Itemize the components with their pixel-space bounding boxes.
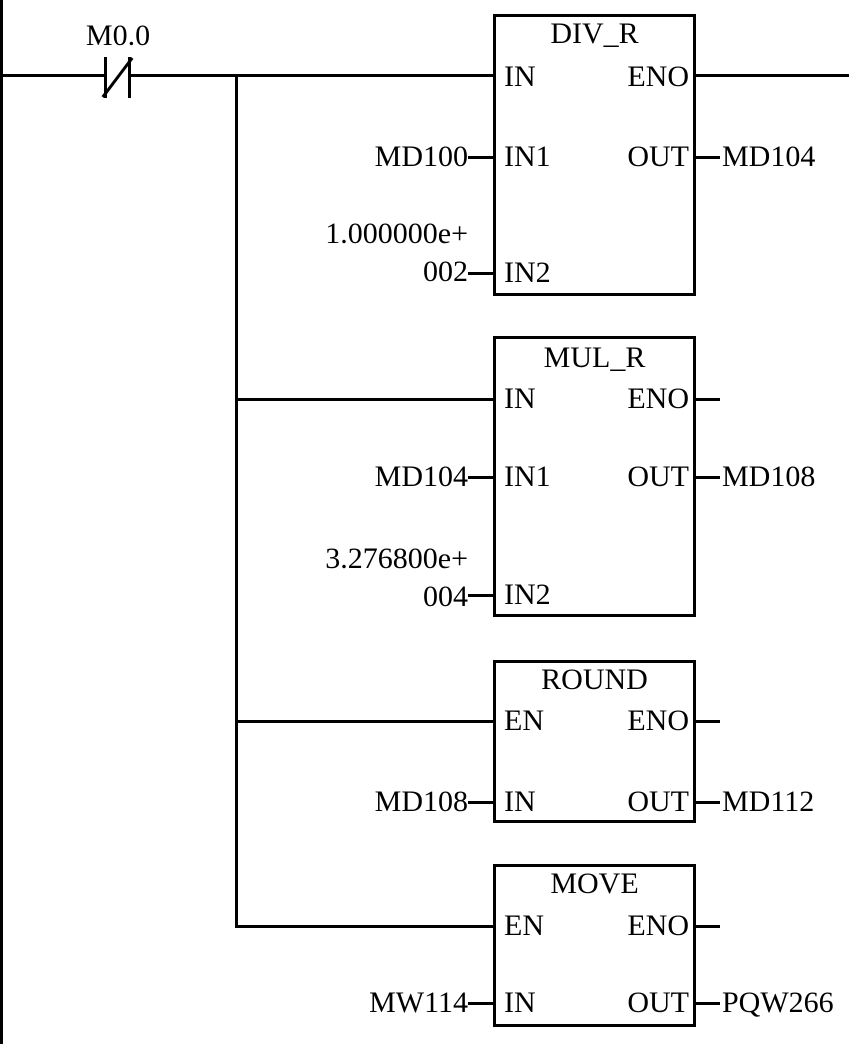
move-in-operand[interactable]: MW114	[369, 986, 468, 1019]
contact-m0-0-nc[interactable]	[100, 52, 136, 102]
div-r-pin-in1: IN1	[504, 140, 551, 173]
move-pin-en: EN	[504, 909, 544, 942]
wire-mul-in	[235, 398, 493, 401]
div-r-in2-stub	[468, 272, 493, 275]
div-r-pin-in2: IN2	[504, 256, 551, 289]
move-out-operand[interactable]: PQW266	[722, 986, 834, 1019]
div-r-pin-eno: ENO	[627, 60, 689, 93]
round-in-operand[interactable]: MD108	[374, 785, 468, 818]
contact-left-bar	[104, 57, 107, 98]
move-pin-out: OUT	[627, 986, 689, 1019]
move-out-stub	[696, 1002, 720, 1005]
mul-r-in2-operand-line1: 3.276800e+	[325, 542, 468, 575]
round-title: ROUND	[541, 663, 648, 696]
move-pin-in: IN	[504, 986, 536, 1019]
wire-branch-vertical	[235, 74, 238, 928]
round-in-stub	[468, 801, 493, 804]
wire-rung1-mid	[131, 74, 493, 77]
mul-r-title: MUL_R	[543, 341, 646, 374]
mul-r-out-stub	[696, 476, 720, 479]
mul-r-pin-in: IN	[504, 382, 536, 415]
round-out-stub	[696, 801, 720, 804]
contact-label: M0.0	[85, 19, 151, 52]
mul-r-in2-operand-line2: 004	[423, 580, 468, 613]
move-eno-stub	[696, 925, 720, 928]
wire-round-en	[235, 720, 493, 723]
mul-r-pin-out: OUT	[627, 460, 689, 493]
mul-r-pin-in1: IN1	[504, 460, 551, 493]
round-pin-eno: ENO	[627, 704, 689, 737]
mul-r-in2-operand[interactable]: 3.276800e+ 004	[325, 540, 468, 616]
div-r-title: DIV_R	[550, 17, 639, 50]
round-out-operand[interactable]: MD112	[722, 785, 815, 818]
round-eno-stub	[696, 720, 720, 723]
mul-r-pin-in2: IN2	[504, 578, 551, 611]
div-r-out-operand[interactable]: MD104	[722, 140, 816, 173]
mul-r-out-operand[interactable]: MD108	[722, 460, 816, 493]
div-r-in2-operand-line1: 1.000000e+	[325, 217, 468, 250]
div-r-pin-in: IN	[504, 60, 536, 93]
left-power-rail	[0, 0, 3, 1044]
div-r-in1-operand[interactable]: MD100	[374, 140, 468, 173]
contact-right-bar	[128, 57, 131, 98]
round-pin-out: OUT	[627, 785, 689, 818]
mul-r-eno-stub	[696, 398, 720, 401]
mul-r-block[interactable]	[493, 336, 696, 617]
move-block[interactable]	[493, 864, 696, 1027]
mul-r-in1-stub	[468, 476, 493, 479]
round-pin-en: EN	[504, 704, 544, 737]
wire-rung1-right	[696, 74, 849, 77]
div-r-in1-stub	[468, 156, 493, 159]
mul-r-pin-eno: ENO	[627, 382, 689, 415]
div-r-out-stub	[696, 156, 720, 159]
round-pin-in: IN	[504, 785, 536, 818]
wire-move-en	[235, 925, 493, 928]
move-title: MOVE	[550, 867, 639, 900]
mul-r-in2-stub	[468, 594, 493, 597]
wire-rung1-left	[0, 74, 104, 77]
mul-r-in1-operand[interactable]: MD104	[374, 460, 468, 493]
div-r-block[interactable]	[493, 14, 696, 296]
move-in-stub	[468, 1002, 493, 1005]
move-pin-eno: ENO	[627, 909, 689, 942]
div-r-pin-out: OUT	[627, 140, 689, 173]
round-block[interactable]	[493, 660, 696, 823]
div-r-in2-operand[interactable]: 1.000000e+ 002	[325, 215, 468, 291]
div-r-in2-operand-line2: 002	[423, 255, 468, 288]
